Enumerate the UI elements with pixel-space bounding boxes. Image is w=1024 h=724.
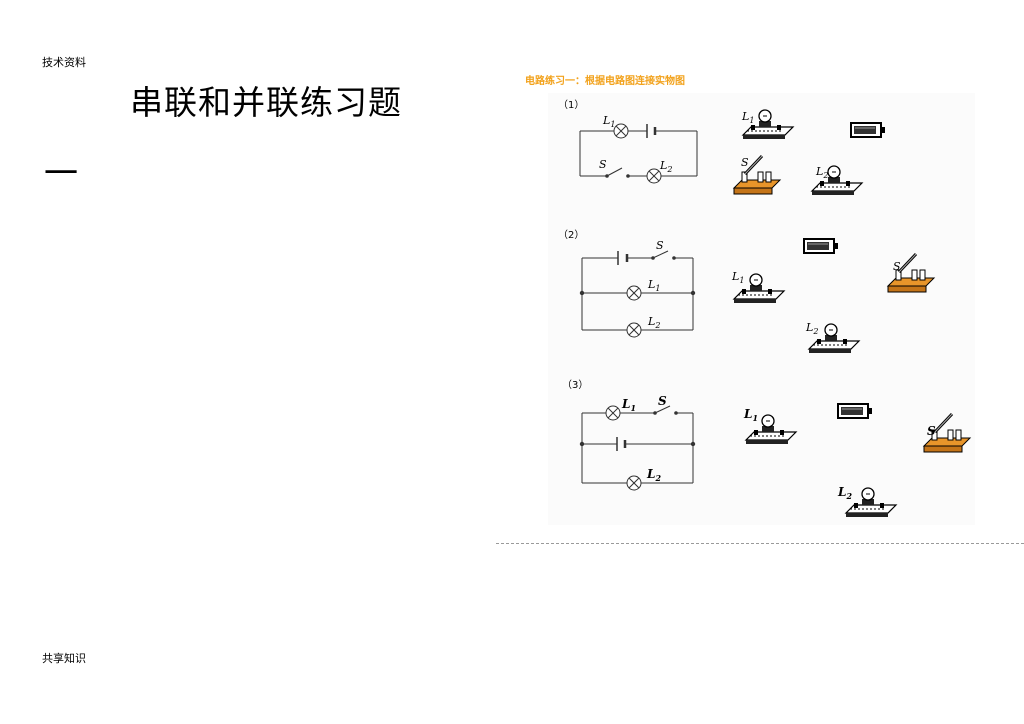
circuit-2-diagram [581,250,694,331]
svg-text:L2: L2 [837,485,852,501]
svg-text:S: S [893,260,901,273]
section-number: 一 [44,154,78,194]
circuit-1-components: L1 S L2 [732,109,886,196]
svg-text:（1）: （1） [558,99,584,111]
svg-text:L1: L1 [647,278,660,293]
svg-text:L2: L2 [646,467,661,483]
svg-text:S: S [927,424,936,438]
svg-text:S: S [656,239,664,252]
svg-text:（2）: （2） [558,229,584,241]
svg-text:L1: L1 [731,270,744,285]
footer-label: 共享知识 [42,652,86,665]
svg-text:L1: L1 [602,114,615,129]
exercise-panel [548,93,975,525]
header-label: 技术资料 [42,56,86,69]
circuit-3-diagram [581,405,694,484]
svg-text:L2: L2 [815,165,828,180]
svg-text:L2: L2 [805,321,818,336]
svg-text:L1: L1 [741,110,754,125]
page-title: 串联和并联练习题 [130,83,402,122]
circuit-1-diagram [579,130,698,177]
dashed-divider [496,543,1024,544]
svg-text:S: S [741,156,749,169]
circuit-3-components: L1 S L2 [743,403,972,518]
svg-text:S: S [599,158,607,171]
svg-text:L1: L1 [621,397,636,413]
svg-text:L2: L2 [647,315,660,330]
svg-text:L1: L1 [743,407,758,423]
svg-text:（3）: （3） [562,379,588,391]
circuit-2-components: L1 S L2 [731,238,936,354]
svg-text:L2: L2 [659,159,672,174]
svg-text:S: S [658,394,667,408]
exercise-title: 电路练习一：根据电路图连接实物图 [525,76,685,87]
